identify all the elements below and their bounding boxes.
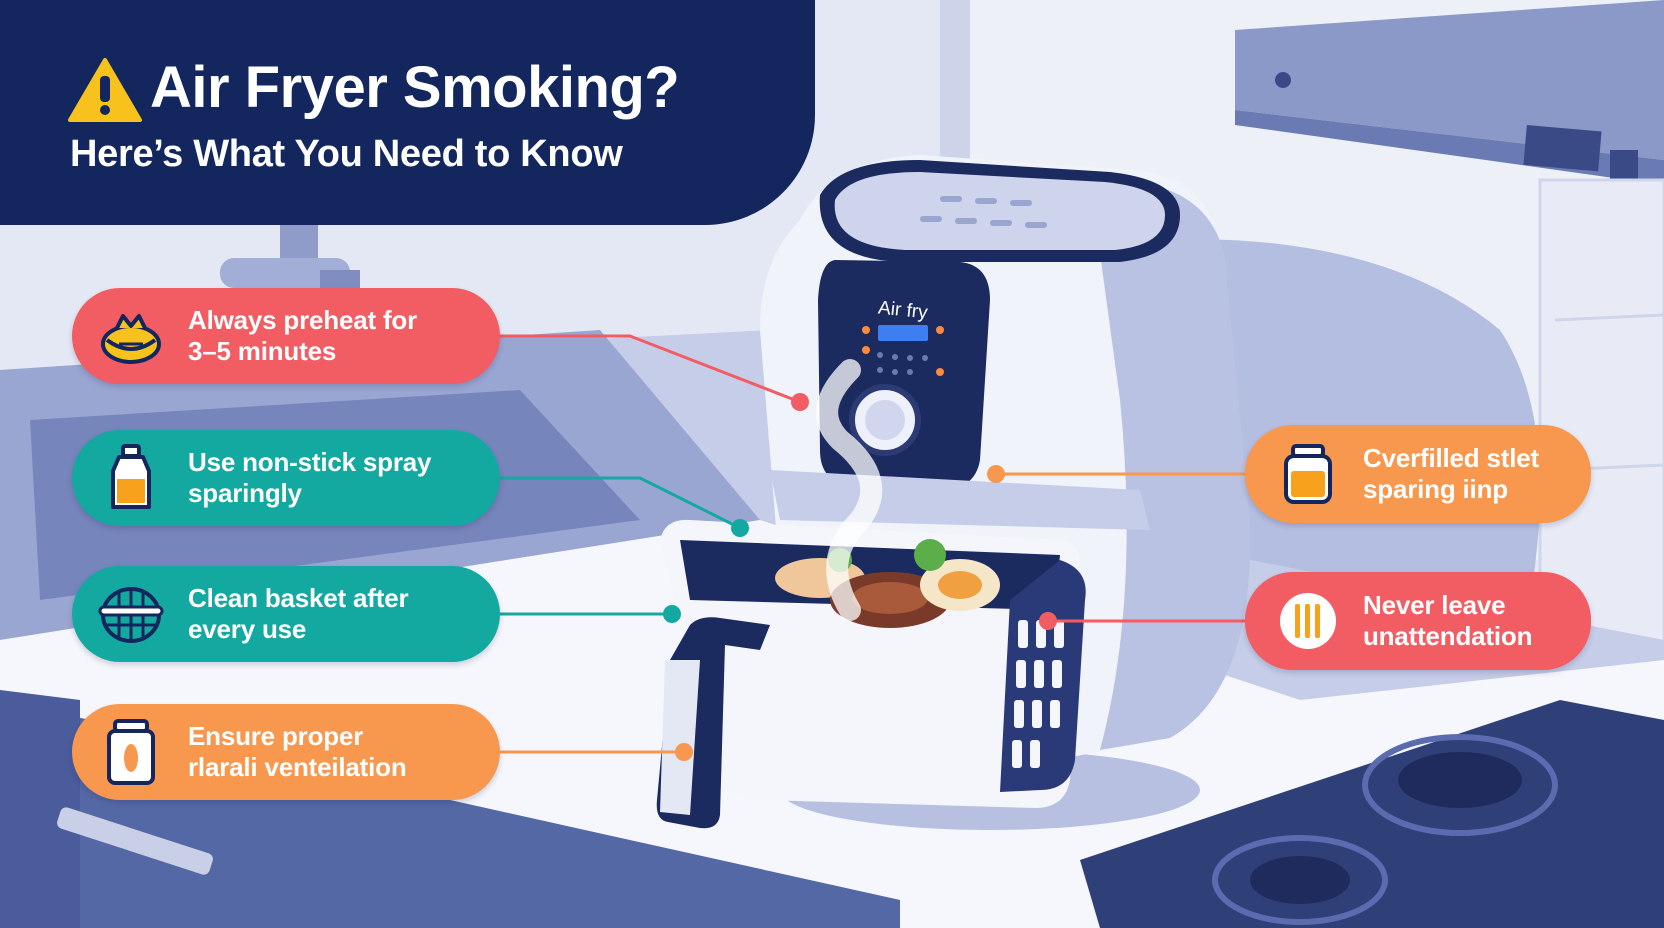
tip-text: Ensure proper rlarali venteilation: [188, 721, 407, 782]
connector-lines: [500, 334, 1245, 761]
range-hood: [1235, 0, 1664, 190]
tip-text: Clean basket after every use: [188, 583, 409, 644]
tip-clean: Clean basket after every use: [72, 566, 500, 662]
tip-text: Use non-stick spray sparingly: [188, 447, 432, 508]
tip-overfilled: Cverfilled stlet sparing iinp: [1245, 425, 1591, 523]
page-subtitle: Here’s What You Need to Know: [70, 133, 623, 175]
header-banner: Air Fryer Smoking? Here’s What You Need …: [0, 0, 815, 225]
tip-preheat: Always preheat for 3–5 minutes: [72, 288, 500, 384]
jar-icon: [1271, 437, 1345, 511]
tip-text: Never leave unattendation: [1363, 590, 1533, 651]
bowl-icon: [94, 299, 168, 373]
striped-icon: [1271, 584, 1345, 658]
warning-icon: [68, 58, 142, 122]
stove: [1080, 700, 1664, 928]
basket-icon: [94, 577, 168, 651]
tip-text: Always preheat for 3–5 minutes: [188, 305, 418, 366]
tip-ventilation: Ensure proper rlarali venteilation: [72, 704, 500, 800]
tip-text: Cverfilled stlet sparing iinp: [1363, 443, 1539, 504]
page-title: Air Fryer Smoking?: [150, 55, 680, 120]
oil-bottle-icon: [94, 441, 168, 515]
vent-canister-icon: [94, 715, 168, 789]
tip-spray: Use non-stick spray sparingly: [72, 430, 500, 526]
tip-unattended: Never leave unattendation: [1245, 572, 1591, 670]
